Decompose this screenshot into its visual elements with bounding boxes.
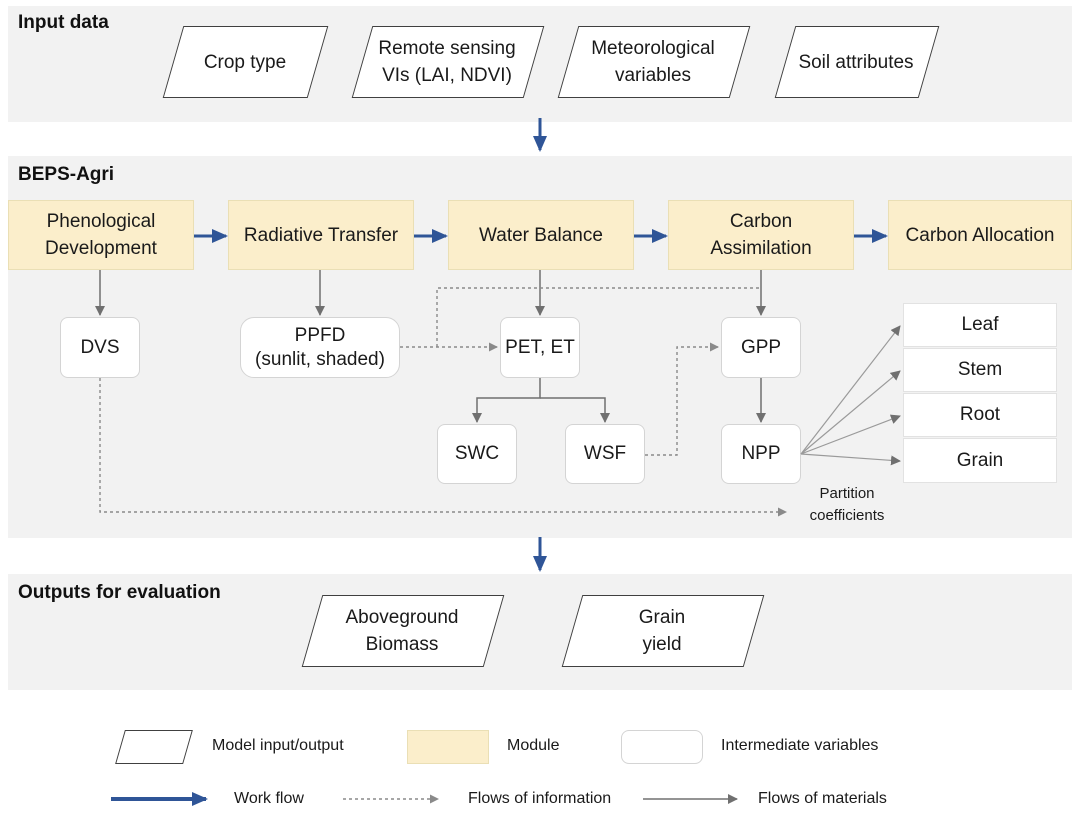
info-wsf-to-gpp <box>645 342 719 456</box>
legend-work-flow-label: Work flow <box>234 790 304 807</box>
material-npp-to-root <box>800 414 901 455</box>
legend-module-swatch <box>407 730 489 764</box>
material-npp-to-grain <box>800 453 901 466</box>
module-carbon-assimilation: Carbon Assimilation <box>668 200 854 270</box>
aboveground-biomass-output: Aboveground Biomass <box>345 607 459 655</box>
remote-sensing-input: Remote sensing VIs (LAI, NDVI) <box>378 38 516 86</box>
outputs-title: Outputs for evaluation <box>18 582 221 603</box>
meteorological-input: Meteorological variables <box>591 38 715 86</box>
material-pet-to-wsf <box>540 397 610 423</box>
beps-agri-title: BEPS-Agri <box>18 164 115 185</box>
var-gpp: GPP <box>721 317 801 378</box>
organ-root: Root <box>903 393 1057 437</box>
soil-attributes-input: Soil attributes <box>798 51 914 73</box>
legend-material-flow-label: Flows of materials <box>758 790 887 807</box>
module-radiative-transfer: Radiative Transfer <box>228 200 414 270</box>
material-npp-to-leaf <box>800 325 901 455</box>
legend-intermediate-label: Intermediate variables <box>721 737 879 754</box>
var-npp: NPP <box>721 424 801 484</box>
material-npp-to-stem <box>800 370 901 455</box>
info-ppfd-to-carbon <box>436 287 761 347</box>
var-ppfd: PPFD (sunlit, shaded) <box>240 317 400 378</box>
module-water-balance: Water Balance <box>448 200 634 270</box>
legend-module-label: Module <box>507 737 560 754</box>
var-dvs: DVS <box>60 317 140 378</box>
organ-stem: Stem <box>903 348 1057 392</box>
organ-leaf: Leaf <box>903 303 1057 347</box>
input-data-title: Input data <box>18 12 109 33</box>
var-swc: SWC <box>437 424 517 484</box>
var-pet-et: PET, ET <box>500 317 580 378</box>
var-wsf: WSF <box>565 424 645 484</box>
material-pet-to-swc <box>472 378 541 423</box>
legend-info-flow-label: Flows of information <box>468 790 612 807</box>
module-carbon-allocation: Carbon Allocation <box>888 200 1072 270</box>
outputs-panel <box>8 574 1072 690</box>
legend-model-io-label: Model input/output <box>212 737 344 754</box>
info-dvs-to-partition <box>99 378 787 517</box>
legend-intermediate-swatch <box>621 730 703 764</box>
organ-grain: Grain <box>903 438 1057 483</box>
crop-type-input: Crop type <box>203 51 287 73</box>
grain-yield-output: Grain yield <box>638 607 686 655</box>
module-phenological-development: Phenological Development <box>8 200 194 270</box>
partition-coefficients-label: Partition coefficients <box>809 485 885 524</box>
